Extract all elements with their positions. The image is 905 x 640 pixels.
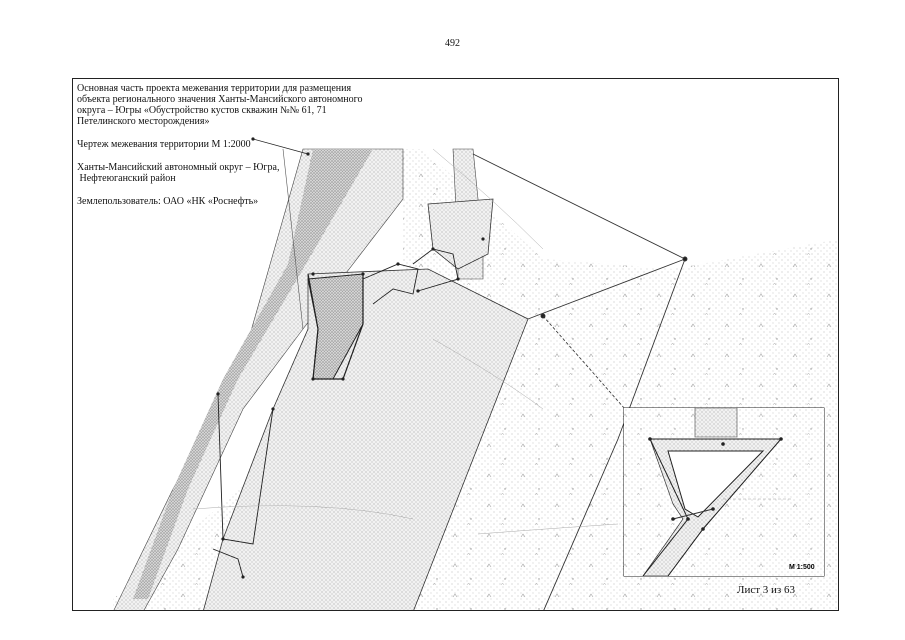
survey-points [216,137,485,579]
inset-detail: М 1:500 [623,407,825,577]
title-line-1: Основная часть проекта межевания террито… [77,83,352,94]
inset-scale-label: М 1:500 [789,564,815,571]
road-corridor [113,148,404,610]
drawing-title: Чертеж межевания территории М 1:2000 [77,139,251,150]
title-line-2: объекта регионального значения Ханты-Ман… [77,94,363,105]
title-line-4: Петелинского месторождения» [77,116,210,127]
well-pad-area [203,268,529,610]
title-line-3: округа – Югры «Обустройство кустов скваж… [77,105,327,116]
parcel-boundaries [212,138,459,578]
land-survey-map: М 1:500 [113,137,838,610]
region-line-2: Нефтеюганский район [77,173,176,184]
contour-lines [192,148,619,535]
region-line-1: Ханты-Мансийский автономный округ – Югра… [77,162,280,173]
title-block: Основная часть проекта межевания террито… [77,83,362,207]
land-user: Землепользователь: ОАО «НК «Роснефть» [77,196,259,207]
drawing-frame: М 1:500 Основная часть проекта межевания… [72,78,839,611]
sheet-label: Лист 3 из 63 [737,584,796,596]
page-number: 492 [445,38,460,49]
district-boundary [472,153,688,610]
